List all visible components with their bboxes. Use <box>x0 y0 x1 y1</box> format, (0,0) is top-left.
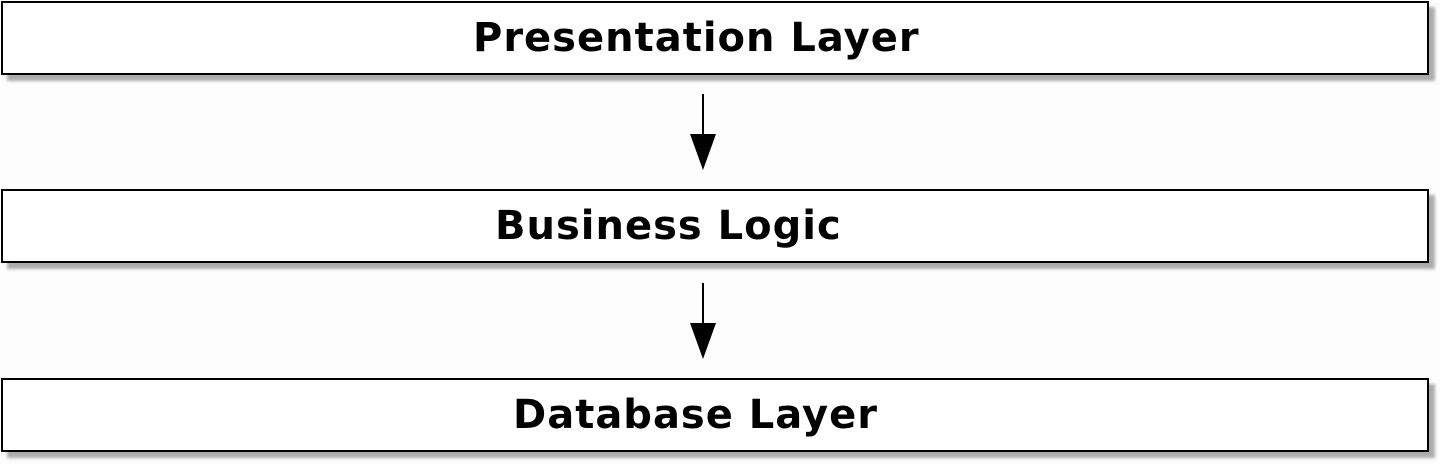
database-layer-label: Database Layer <box>513 392 878 438</box>
arrow-down-icon <box>690 283 716 359</box>
arrow-down-icon <box>690 94 716 170</box>
database-layer-box: Database Layer <box>1 378 1429 452</box>
business-logic-box: Business Logic <box>1 189 1429 263</box>
business-logic-label: Business Logic <box>495 203 842 249</box>
presentation-layer-box: Presentation Layer <box>1 1 1429 75</box>
presentation-layer-label: Presentation Layer <box>473 15 920 61</box>
